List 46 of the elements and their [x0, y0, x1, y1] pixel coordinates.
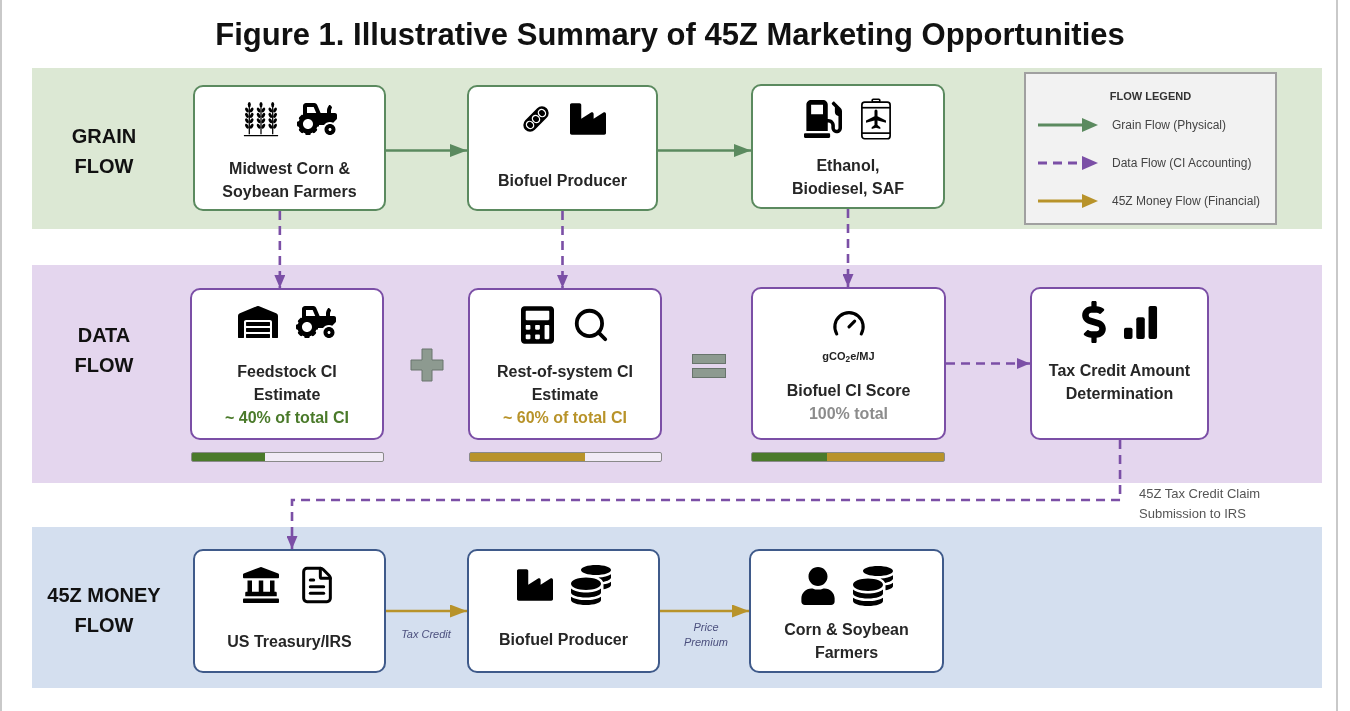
band-label: DATA FLOW — [73, 323, 135, 378]
process-box — [751, 287, 946, 440]
box-title: Tax Credit Amount Determination — [1047, 361, 1192, 404]
arrow — [386, 144, 467, 157]
box-title: Biofuel CI Score — [786, 381, 911, 401]
box-subtitle: 100% total — [808, 404, 889, 424]
arrow — [658, 144, 751, 157]
process-box — [467, 85, 658, 211]
legend-text: Grain Flow (Physical) — [1112, 117, 1227, 133]
dashed-arrow — [842, 209, 854, 287]
band-label: GRAIN FLOW — [70, 124, 138, 179]
flow-band — [32, 527, 1322, 688]
process-box — [468, 288, 662, 440]
box-title: Corn & Soybean Farmers — [783, 620, 910, 663]
box-subtitle: ~ 60% of total CI — [503, 407, 627, 428]
box-title: Biofuel Producer — [498, 170, 627, 191]
legend-text: Data Flow (CI Accounting) — [1112, 155, 1252, 171]
unit-label: gCO$_{2}$e/MJ — [822, 349, 875, 363]
box-title: Biofuel Producer — [499, 629, 628, 650]
process-box — [193, 85, 386, 211]
figure-title: Figure 1. Illustrative Summary of 45Z Marketing Opportunities — [215, 16, 1125, 54]
box-title: Feedstock CI Estimate — [236, 361, 338, 405]
flow-band — [32, 265, 1322, 483]
process-box — [751, 84, 945, 209]
box-title: Rest-of-system CI Estimate — [496, 361, 634, 405]
process-box — [193, 549, 386, 673]
edge-label: Price Premium — [683, 620, 729, 650]
box-subtitle: ~ 40% of total CI — [225, 407, 349, 428]
process-box — [190, 288, 384, 440]
dashed-arrow — [557, 211, 568, 288]
edge-label: 45Z Tax Credit Claim Submission to IRS — [1139, 485, 1262, 523]
process-box — [1030, 287, 1209, 440]
dashed-arrow — [274, 211, 286, 288]
box-title: Ethanol, Biodiesel, SAF — [791, 156, 905, 199]
arrow — [660, 604, 749, 618]
process-box — [749, 549, 944, 673]
legend-title: FLOW LEGEND — [1109, 89, 1192, 103]
legend-text: 45Z Money Flow (Financial) — [1112, 193, 1261, 209]
dashed-arrow — [946, 358, 1030, 369]
band-label: 45Z MONEY FLOW — [46, 583, 162, 638]
process-box — [467, 549, 660, 673]
box-title: Midwest Corn & Soybean Farmers — [221, 159, 358, 202]
arrow — [386, 604, 467, 618]
dashed-arrow — [286, 440, 1122, 549]
box-title: US Treasury/IRS — [227, 631, 352, 652]
edge-label: Tax Credit — [400, 627, 452, 641]
